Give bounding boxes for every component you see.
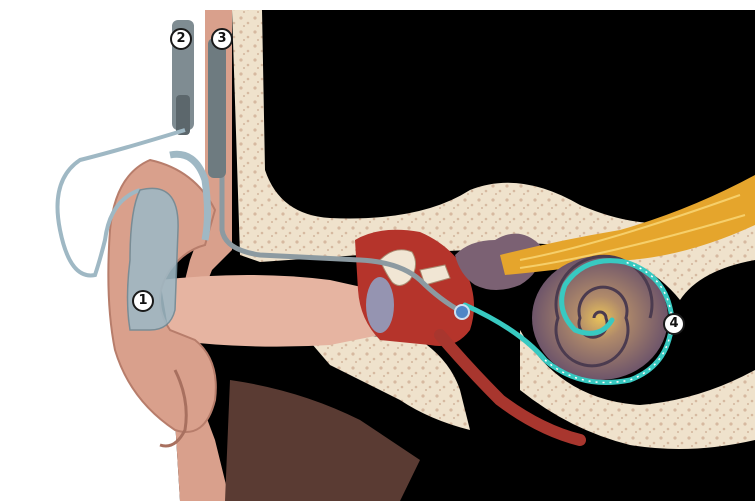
callout-2-marker: 2 xyxy=(170,28,192,50)
top-margin xyxy=(0,0,755,10)
eardrum xyxy=(366,277,394,333)
left-margin xyxy=(0,0,10,501)
callout-1-marker: 1 xyxy=(132,290,154,312)
lead-tip xyxy=(455,305,469,319)
receiver-3 xyxy=(208,38,226,178)
callout-4-marker: 4 xyxy=(663,313,685,335)
callout-3-marker: 3 xyxy=(211,28,233,50)
ear-canal xyxy=(160,275,380,347)
